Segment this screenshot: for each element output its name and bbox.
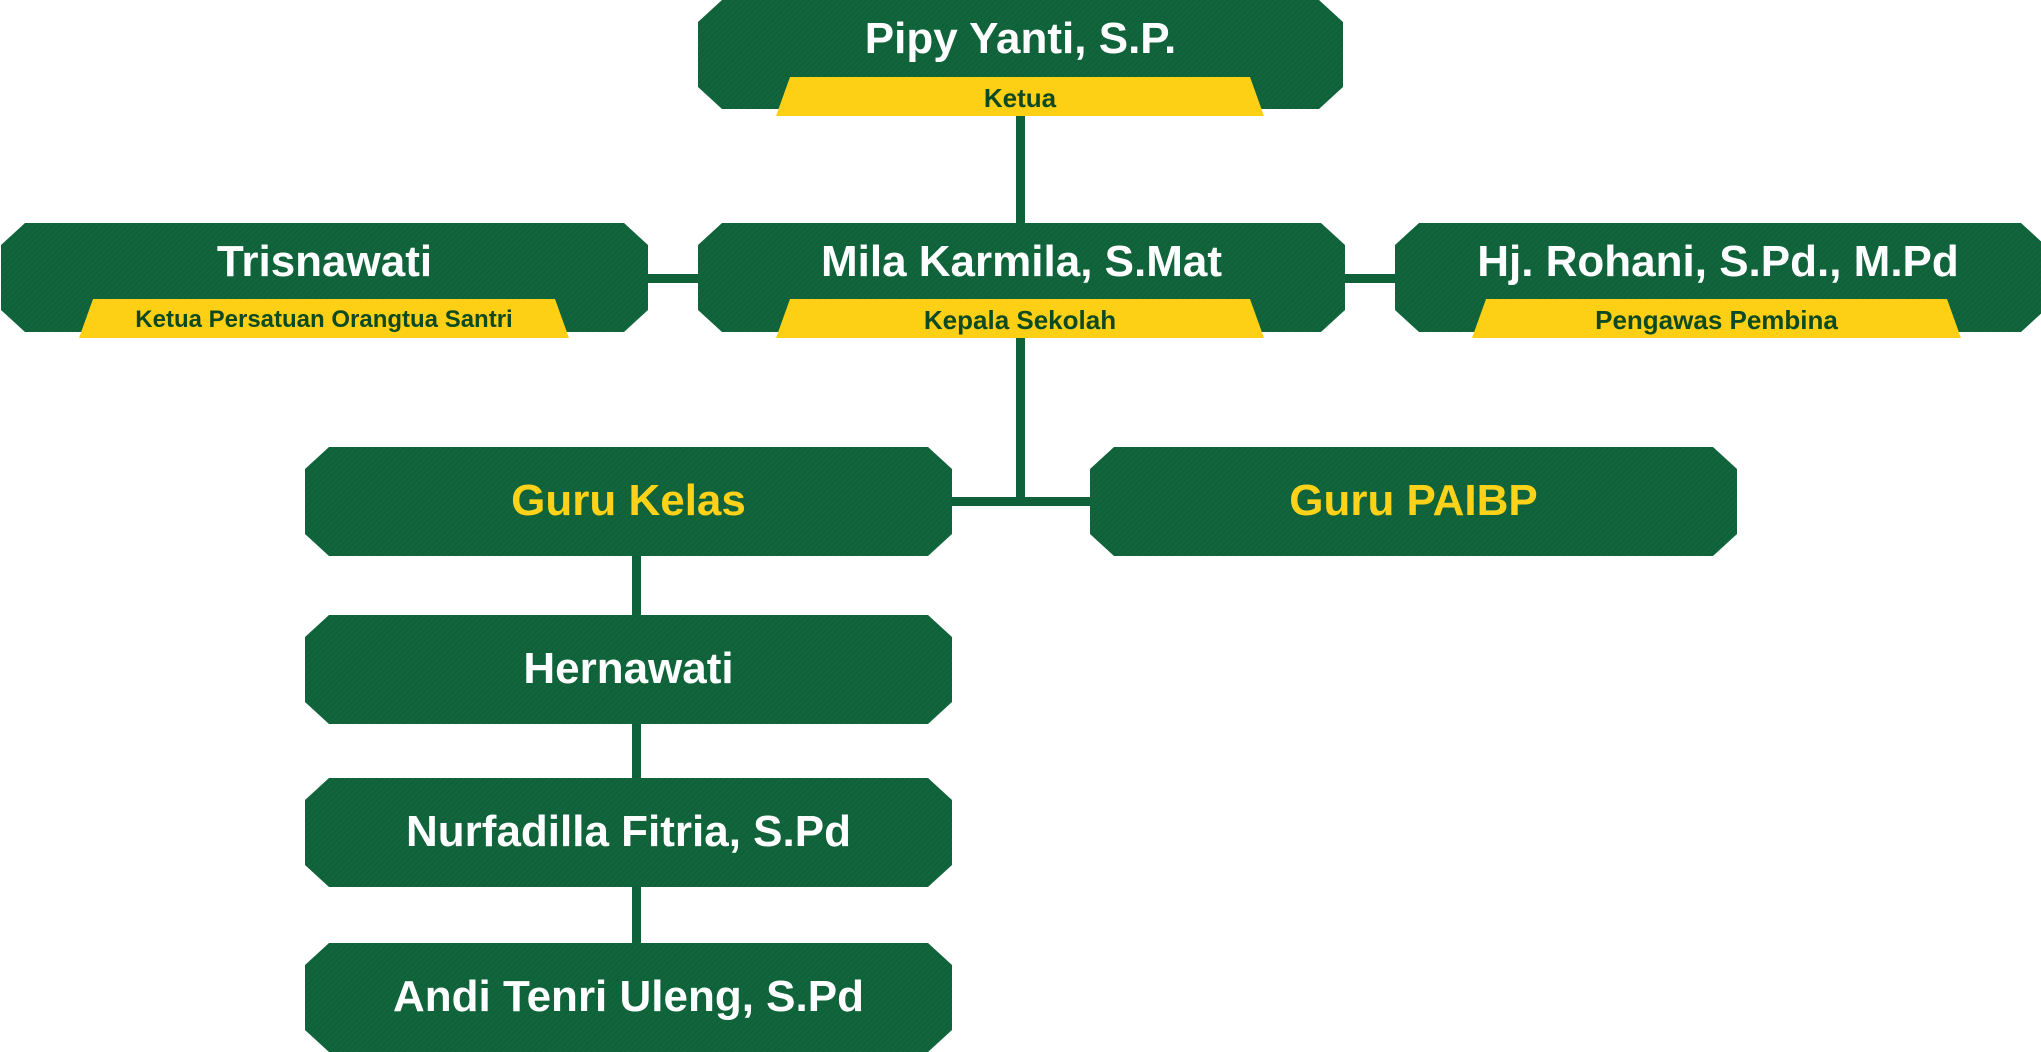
node-box — [305, 778, 952, 887]
group-paibp-teachers-label: Guru PAIBP — [1289, 476, 1538, 525]
connector-class-teachers — [632, 553, 641, 946]
node-box — [1090, 447, 1737, 556]
chair-name: Pipy Yanti, S.P. — [864, 14, 1177, 63]
connector-principal-to-supervisor — [1342, 274, 1398, 283]
class-teacher-name: Nurfadilla Fitria, S.Pd — [406, 807, 851, 856]
parents-head-role-band: Ketua Persatuan Orangtua Santri — [79, 299, 569, 338]
class-teacher-name: Hernawati — [523, 644, 734, 693]
supervisor-role: Pengawas Pembina — [1595, 305, 1838, 335]
connector-chair-to-principal — [1016, 105, 1025, 227]
node-group-paibp-teachers: Guru PAIBP — [1090, 447, 1737, 556]
node-group-class-teachers: Guru Kelas — [305, 447, 952, 556]
node-box — [305, 943, 952, 1052]
principal-role-band: Kepala Sekolah — [776, 299, 1264, 338]
connector-parents-to-principal — [645, 274, 701, 283]
node-class-teacher: Andi Tenri Uleng, S.Pd — [305, 943, 952, 1052]
class-teacher-name: Andi Tenri Uleng, S.Pd — [393, 972, 864, 1021]
principal-role: Kepala Sekolah — [923, 305, 1117, 335]
group-class-teachers-label: Guru Kelas — [511, 476, 746, 525]
chair-role: Ketua — [983, 83, 1057, 113]
node-class-teacher: Hernawati — [305, 615, 952, 724]
supervisor-name: Hj. Rohani, S.Pd., M.Pd — [1477, 237, 1959, 286]
node-box — [305, 615, 952, 724]
connector-principal-to-groups — [1016, 330, 1025, 505]
parents-head-name: Trisnawati — [216, 237, 433, 286]
node-box — [305, 447, 952, 556]
supervisor-role-band: Pengawas Pembina — [1472, 299, 1961, 338]
connector-groups — [949, 497, 1093, 506]
parents-head-role: Ketua Persatuan Orangtua Santri — [135, 306, 513, 333]
node-class-teacher: Nurfadilla Fitria, S.Pd — [305, 778, 952, 887]
principal-name: Mila Karmila, S.Mat — [820, 237, 1222, 286]
chair-role-band: Ketua — [776, 77, 1264, 116]
